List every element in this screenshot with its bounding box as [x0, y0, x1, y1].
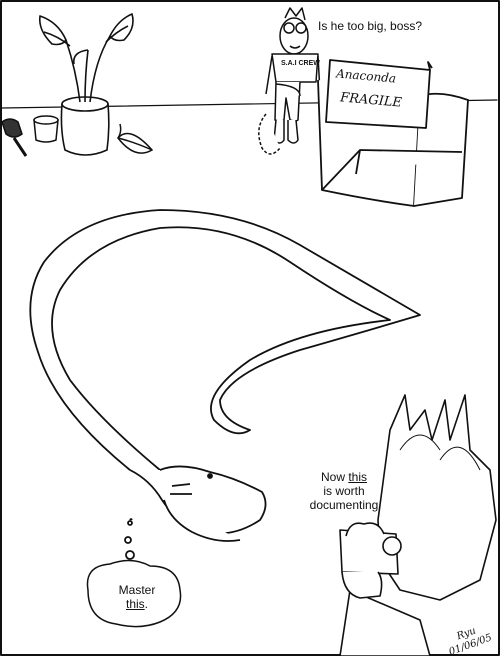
thought-line2-emphasis: this: [125, 596, 145, 611]
speech-text-assistant: Is he too big, boss?: [318, 19, 423, 33]
fallen-leaf-icon: [117, 123, 154, 154]
speech-line1-a: Now: [320, 470, 349, 484]
crate-icon: [317, 59, 469, 207]
thought-text-snake: Master this.: [98, 583, 176, 612]
anaconda-icon: [29, 209, 421, 560]
thought-line2-period: .: [144, 596, 149, 611]
potted-plant-icon: [38, 13, 134, 156]
speech-line2: is worth: [323, 483, 365, 498]
speech-text-photographer: Now this is worth documenting: [296, 470, 392, 512]
thought-bubble: [86, 559, 182, 628]
paint-bucket-icon: [1, 115, 59, 157]
speech-line1-emphasis: this: [348, 470, 368, 484]
speech-line3: documenting: [309, 497, 379, 512]
photographer-icon: [339, 394, 497, 656]
shirt-text: S.A.I CREW: [281, 60, 320, 67]
thought-line1: Master: [118, 583, 156, 597]
assistant-character-icon: [258, 7, 321, 155]
